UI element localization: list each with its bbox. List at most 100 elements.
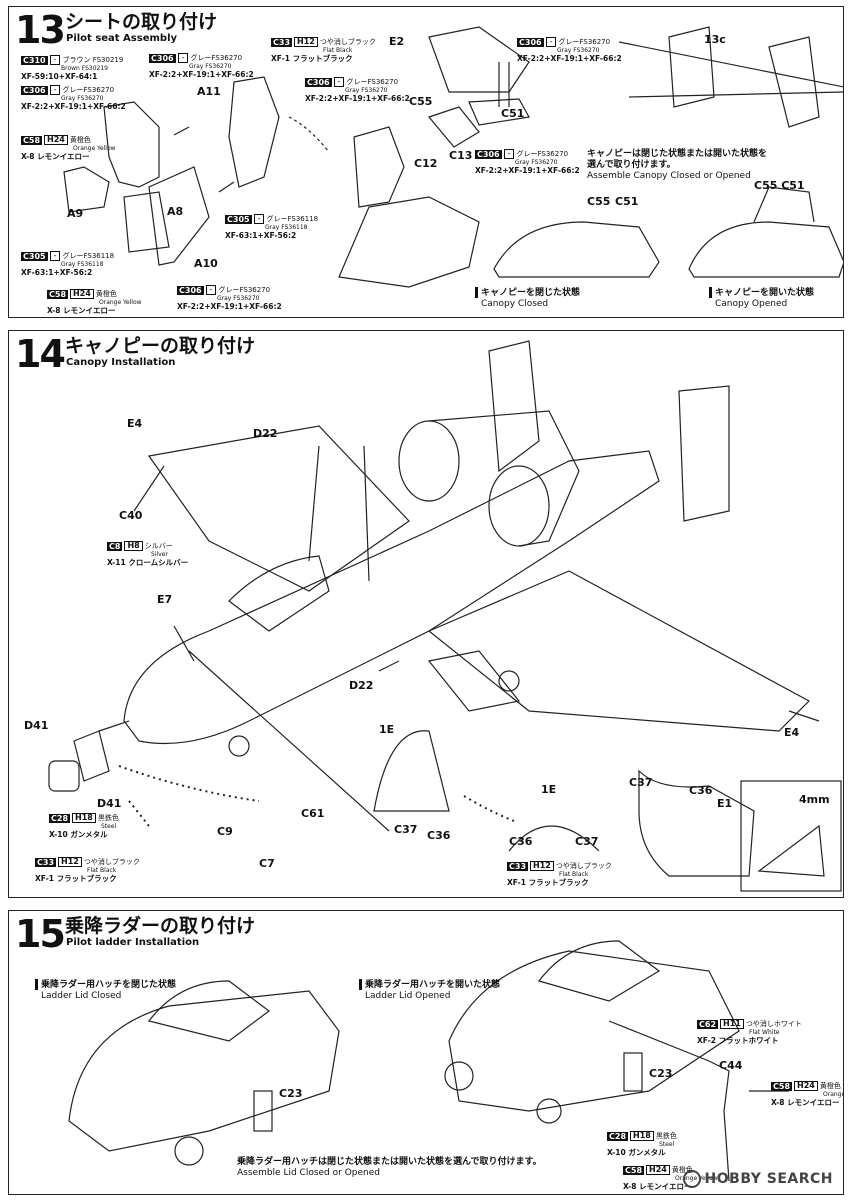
tail-right	[678, 385, 730, 522]
step-13-panel: 13 シートの取り付け Pilot seat Assembly A9 A8 A1…	[8, 6, 844, 318]
step-title-en: Pilot ladder Installation	[66, 937, 200, 948]
step-title-jp: キャノピーの取り付け	[65, 335, 256, 357]
part-label-d41-b: D41	[97, 797, 122, 810]
canopy-note: キャノピーは閉じた状態または開いた状態を 選んで取り付けます。 Assemble…	[587, 149, 768, 181]
step-title-en: Pilot seat Assembly	[66, 33, 178, 44]
color-callout-c306c: C306-グレーFS36270 Gray FS36270 XF-2:2+XF-1…	[149, 53, 254, 79]
part-label-a11: A11	[197, 85, 221, 98]
aircraft-ladder-closed	[68, 990, 340, 1152]
step-15-panel: 15 乗降ラダーの取り付け Pilot ladder Installation …	[8, 910, 844, 1195]
step-title-jp: 乗降ラダーの取り付け	[65, 915, 256, 937]
step-15-drawing	[68, 940, 789, 1182]
part-label-c61: C61	[301, 807, 325, 820]
part-label-c51: C51	[501, 107, 525, 120]
engine-right	[488, 465, 550, 547]
seat-part-a10	[148, 166, 210, 266]
hobby-search-logo-icon	[682, 1170, 701, 1188]
part-label-e7: E7	[157, 593, 173, 606]
ejection-seat	[353, 126, 405, 208]
ladder-c44	[708, 1060, 730, 1182]
ref-1e: 1E	[379, 723, 395, 736]
ref-1e-b: 1E	[541, 783, 557, 796]
tail-left	[488, 340, 540, 473]
seat-part-a9	[63, 166, 110, 213]
color-callout-c305a: C305-グレーFS36118 Gray FS36118 XF-63:1+XF-…	[21, 251, 115, 277]
step-number: 13	[15, 8, 66, 52]
color-callout-c306b: C306-グレーFS36270 Gray FS36270 XF-2:2+XF-1…	[177, 285, 282, 311]
c23-closed	[253, 1090, 273, 1132]
part-label-e2: E2	[389, 35, 405, 48]
gun-barrel	[48, 760, 80, 792]
part-c55	[427, 106, 480, 148]
part-label-c37-frame: C37	[575, 835, 599, 848]
jet-opened	[688, 221, 843, 278]
part-label-c36-frame: C36	[509, 835, 533, 848]
seat-part-a8	[103, 101, 160, 188]
part-label-c7: C7	[259, 857, 275, 870]
part-label-a9: A9	[67, 207, 84, 220]
canopy-opened-caption: キャノピーを開いた状態 Canopy Opened	[709, 287, 814, 310]
color-callout-c306e-top: C306-グレーFS36270 Gray FS36270 XF-2:2+XF-1…	[517, 37, 622, 63]
ref-13c: 13c	[704, 33, 726, 46]
dimension-4mm: 4mm	[799, 793, 830, 806]
part-label-e4-right: E4	[784, 726, 800, 739]
part-label-c55: C55	[409, 95, 433, 108]
right-wing	[427, 570, 810, 732]
part-c51	[468, 98, 530, 126]
step-title-en: Canopy Installation	[66, 357, 176, 368]
part-label-c36-inset: C36	[689, 784, 713, 797]
step-14-panel: 14 キャノピーの取り付け Canopy Installation E4 E4 …	[8, 330, 844, 898]
ladder-opened-caption: 乗降ラダー用ハッチを開いた状態 Ladder Lid Opened	[359, 979, 500, 1002]
c23-opened	[623, 1052, 643, 1092]
color-callout-c306a: C306-グレーFS36270 Gray FS36270 XF-2:2+XF-1…	[21, 85, 126, 111]
seat-back	[123, 191, 170, 253]
aircraft-ladder-opened	[448, 950, 740, 1112]
part-label-a8: A8	[167, 205, 184, 218]
step-title-jp: シートの取り付け	[65, 11, 218, 33]
part-label-c9: C9	[217, 825, 233, 838]
gun-nose-cover	[73, 730, 110, 782]
ladder-closed-caption: 乗降ラダー用ハッチを閉じた状態 Ladder Lid Closed	[35, 979, 176, 1002]
part-label-c36: C36	[427, 829, 451, 842]
part-label-c40: C40	[119, 509, 143, 522]
part-label-d41: D41	[24, 719, 49, 732]
cockpit-tub	[338, 196, 480, 288]
canopy-closed-caption: キャノピーを閉じた状態 Canopy Closed	[475, 287, 580, 310]
color-callout-c306e: C306-グレーFS36270 Gray FS36270 XF-2:2+XF-1…	[475, 149, 580, 175]
part-label-c44: C44	[719, 1059, 743, 1072]
cockpit-area	[228, 555, 330, 632]
step-13-drawing	[63, 26, 843, 288]
seat-part-a11	[228, 76, 280, 188]
color-callout-c306d: C306-グレーFS36270 Gray FS36270 XF-2:2+XF-1…	[305, 77, 410, 103]
ladder-note: 乗降ラダー用ハッチは閉じた状態または開いた状態を選んで取り付けます。 Assem…	[237, 1157, 542, 1178]
canopy-part-e2	[428, 26, 530, 93]
left-wing	[147, 425, 410, 592]
part-label-d22: D22	[253, 427, 278, 440]
aircraft-fuselage	[123, 450, 660, 745]
e1-inset-box	[740, 780, 842, 892]
part-label-d22-lower: D22	[349, 679, 374, 692]
color-callout-c310: C310-ブラウン FS30219 Brown FS30219 XF-59:10…	[21, 55, 124, 81]
part-label-c13: C13	[449, 149, 473, 162]
part-label-c12: C12	[414, 157, 438, 170]
part-label-c37-inset: C37	[629, 776, 653, 789]
color-callout-c305b: C305-グレーFS36118 Gray FS36118 XF-63:1+XF-…	[225, 214, 319, 240]
part-label-c23: C23	[279, 1087, 303, 1100]
step-number: 14	[15, 332, 66, 376]
canopy-frame	[508, 825, 600, 852]
part-label-a10: A10	[194, 257, 218, 270]
canopy-piece	[373, 730, 450, 812]
step-number: 15	[15, 912, 66, 956]
part-label-c37: C37	[394, 823, 418, 836]
part-label-e4: E4	[127, 417, 143, 430]
watermark: HOBBY SEARCH	[682, 1170, 833, 1188]
